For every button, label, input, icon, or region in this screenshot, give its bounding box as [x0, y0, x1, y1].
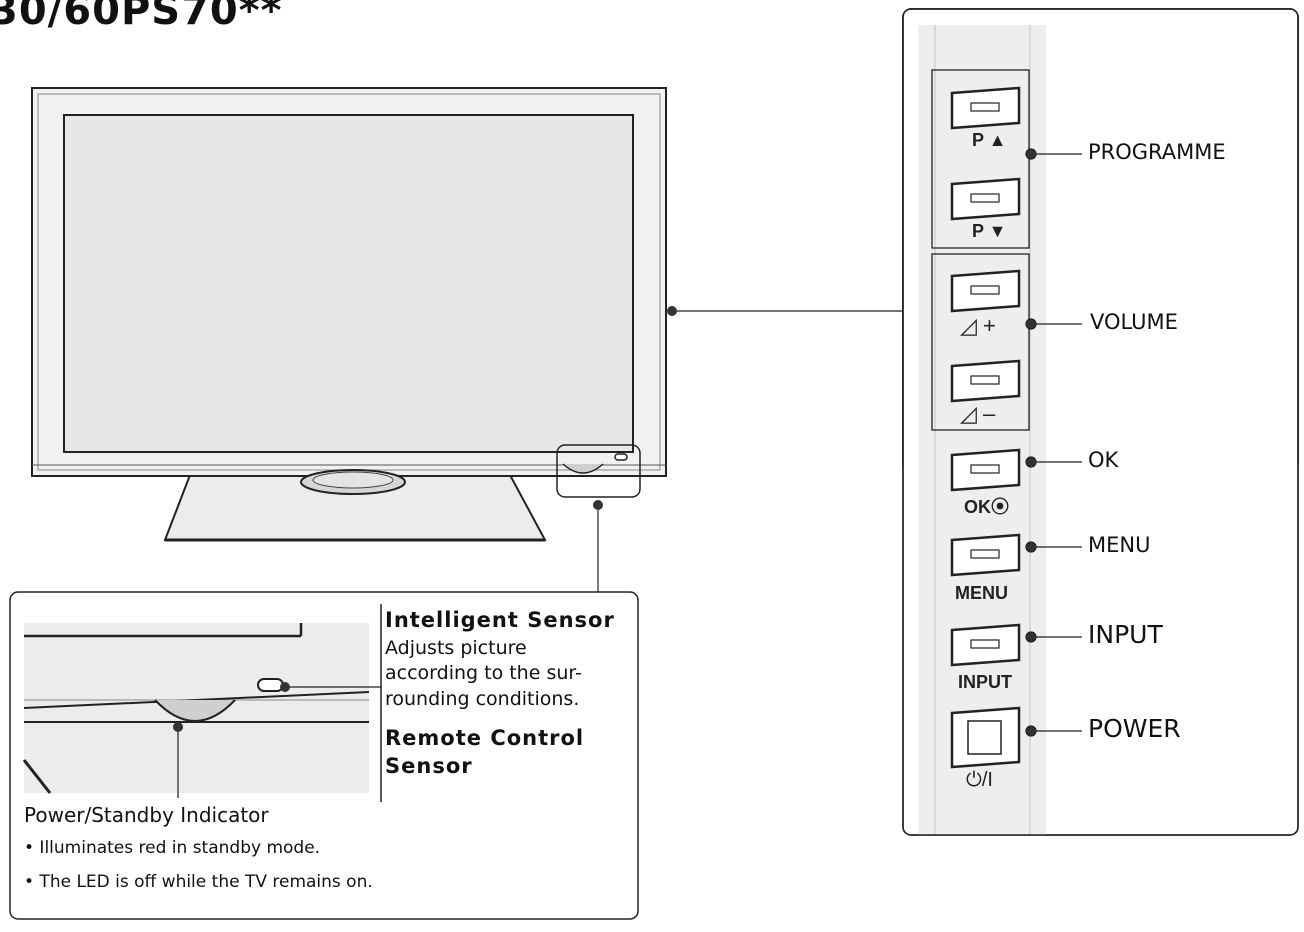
power-indicator-bullet-1: • Illuminates red in standby mode.: [24, 838, 321, 858]
zoom-intelligent-sensor: [257, 678, 284, 692]
menu-btn: [950, 533, 1021, 577]
input-btn: [950, 623, 1021, 667]
tv-set: [31, 87, 905, 592]
model-title: 30/60PS70**: [0, 0, 283, 34]
vol-down-label: ◿ –: [960, 401, 996, 426]
intelligent-sensor-desc-3: rounding conditions.: [385, 688, 580, 710]
power-label: ⏻/I: [966, 769, 993, 791]
callout-connectors: [1025, 148, 1082, 737]
zoom-dot: [593, 500, 603, 510]
callout-programme: PROGRAMME: [1088, 140, 1226, 164]
prog-down-label: P ▼: [972, 221, 1007, 241]
intelligent-sensor: [614, 453, 628, 461]
callout-menu: MENU: [1088, 533, 1151, 557]
intelligent-sensor-desc-1: Adjusts picture: [385, 637, 527, 659]
sensor-detail-box: [9, 591, 639, 920]
intelligent-sensor-desc-2: according to the sur-: [385, 662, 582, 684]
intelligent-sensor-title: Intelligent Sensor: [385, 608, 615, 632]
callout-input: INPUT: [1088, 620, 1163, 649]
vol-down-btn: [950, 359, 1021, 403]
remote-sensor-title-2: Sensor: [385, 754, 473, 778]
ok-btn: [950, 448, 1021, 492]
vol-up-label: ◿ +: [960, 313, 996, 338]
power-indicator-bullet-2: • The LED is off while the TV remains on…: [24, 872, 373, 892]
prog-down-btn: [950, 177, 1021, 221]
input-label: INPUT: [958, 672, 1012, 692]
callout-volume: VOLUME: [1090, 310, 1178, 334]
prog-up-label: P ▲: [972, 130, 1007, 150]
callout-ok: OK: [1088, 448, 1119, 472]
power-indicator: [562, 463, 604, 474]
ok-label: OK⦿: [964, 497, 1009, 517]
remote-sensor-title-1: Remote Control: [385, 726, 585, 750]
power-btn: [950, 706, 1021, 769]
prog-up-btn: [950, 86, 1021, 130]
zoom-marker: [556, 444, 641, 498]
zoom-power-indicator: [154, 699, 236, 722]
callout-power: POWER: [1088, 714, 1181, 743]
power-indicator-title: Power/Standby Indicator: [24, 803, 269, 827]
vol-up-btn: [950, 269, 1021, 313]
menu-label: MENU: [955, 583, 1008, 603]
side-connector-dot: [667, 306, 677, 316]
tv-screen: [63, 114, 634, 453]
